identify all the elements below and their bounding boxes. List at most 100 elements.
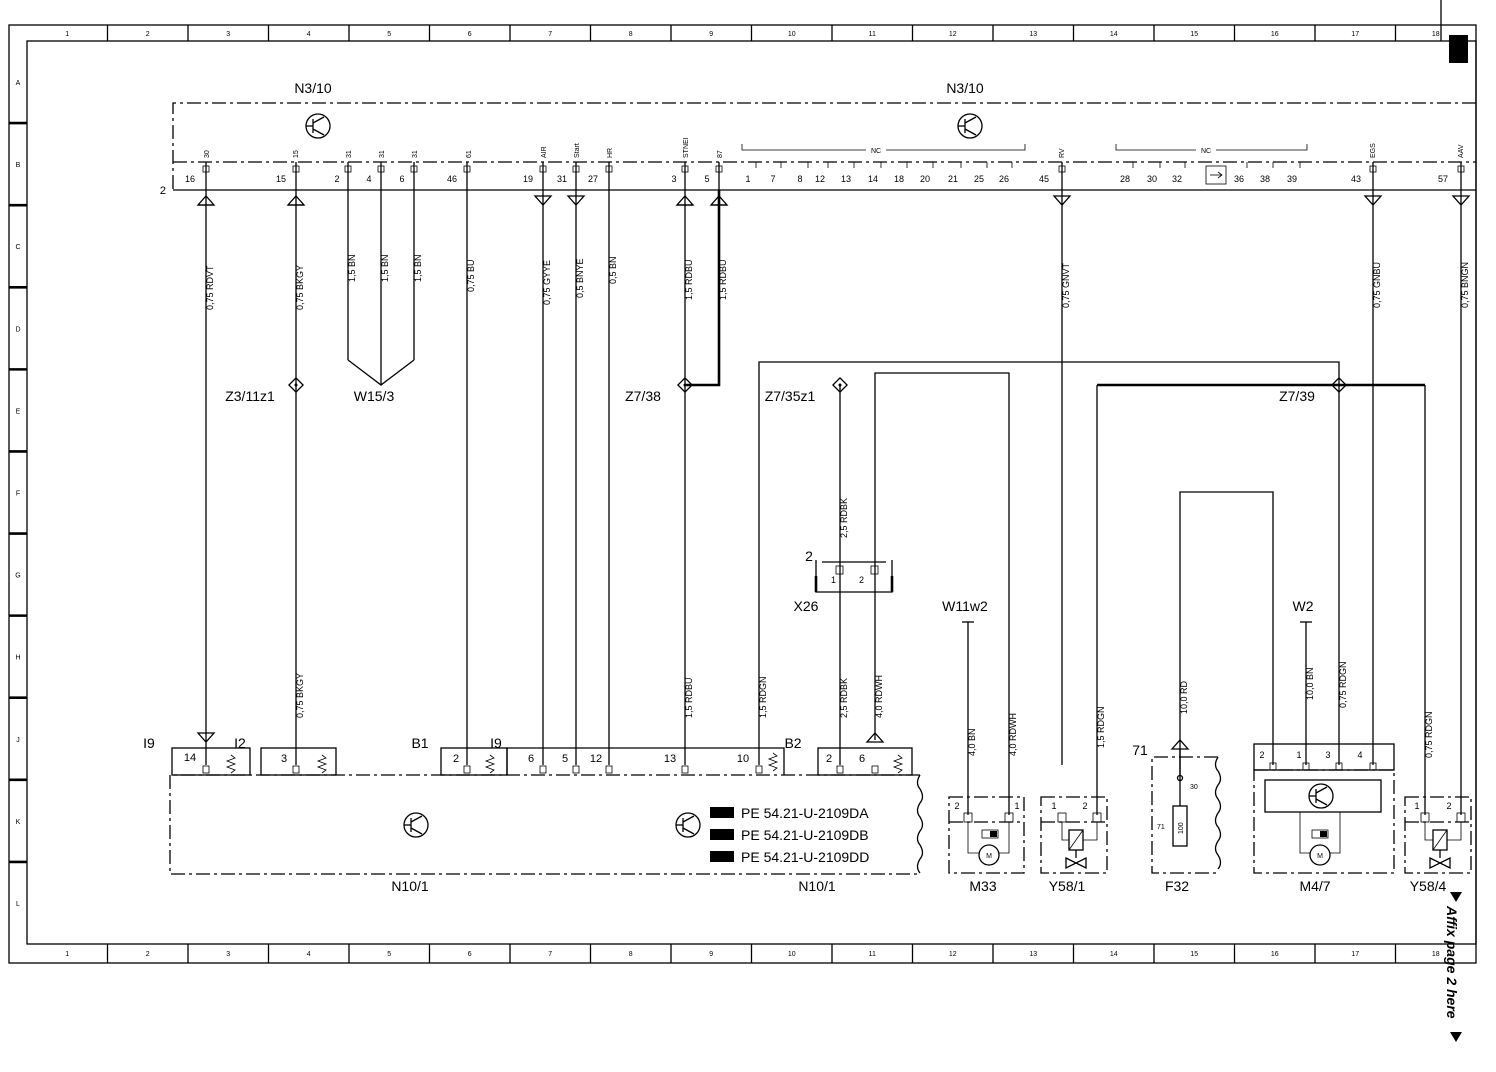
column-index: 2 bbox=[146, 31, 150, 38]
wire-label: 2,5 RDBK bbox=[839, 498, 849, 538]
column-index: 18 bbox=[1432, 951, 1440, 958]
pin-number: 1 bbox=[1414, 801, 1419, 811]
splice-label-z7-38: Z7/38 bbox=[625, 388, 661, 404]
splice-icon bbox=[677, 377, 693, 393]
column-index: 8 bbox=[629, 951, 633, 958]
pin-tag: Start bbox=[574, 143, 581, 158]
nc-pin-number: 30 bbox=[1147, 174, 1157, 184]
pin-number: 2 bbox=[453, 753, 459, 765]
nc-pin-number: 14 bbox=[868, 174, 878, 184]
nc-pin-number: 26 bbox=[999, 174, 1009, 184]
pin-number: 2 bbox=[826, 753, 832, 765]
row-index: F bbox=[16, 491, 20, 498]
column-index: 16 bbox=[1271, 31, 1279, 38]
transistor-icon bbox=[957, 113, 983, 139]
ground-points: W11w2 W2 bbox=[942, 598, 1314, 623]
column-index: 14 bbox=[1110, 951, 1118, 958]
pin-number: 2 bbox=[954, 801, 959, 811]
wire-labels: 0,75 RDVT 0,75 BKGY 1,5 BN 1,5 BN 1,5 BN… bbox=[205, 254, 1470, 758]
connector-label: B1 bbox=[411, 735, 428, 751]
wire-label: 10,0 BN bbox=[1305, 667, 1315, 700]
component-m4-7: M 2 1 3 4 M4/7 bbox=[1253, 743, 1395, 894]
column-index: 12 bbox=[949, 951, 957, 958]
wire-label: 0,75 GYYE bbox=[542, 260, 552, 305]
side-note: Affix page 2 here bbox=[1444, 892, 1462, 1042]
column-index: 11 bbox=[869, 951, 876, 958]
column-index: 4 bbox=[307, 951, 311, 958]
pin-number: 31 bbox=[557, 174, 567, 184]
reference-hand-icons bbox=[710, 807, 734, 862]
column-index: 7 bbox=[548, 951, 552, 958]
wire-label: 1,5 BN bbox=[380, 254, 390, 282]
fuse-rating: 100 bbox=[1178, 822, 1185, 834]
module-label-left: N3/10 bbox=[294, 80, 332, 96]
component-label: M33 bbox=[969, 878, 996, 894]
pin-number: 45 bbox=[1039, 174, 1049, 184]
row-index: C bbox=[15, 244, 20, 251]
column-index: 6 bbox=[468, 31, 472, 38]
column-index: 5 bbox=[387, 951, 391, 958]
nc-pin-number: 25 bbox=[974, 174, 984, 184]
column-index: 10 bbox=[788, 951, 796, 958]
pin-number: 2 bbox=[334, 174, 339, 184]
fuse-connector: 71 bbox=[1132, 742, 1148, 758]
row-index: J bbox=[16, 737, 20, 744]
wire-label: 0,75 RDGN bbox=[1338, 661, 1348, 708]
connector-label: I9 bbox=[143, 735, 155, 751]
column-index: 9 bbox=[709, 951, 713, 958]
pin-tag: 30 bbox=[204, 150, 211, 158]
column-index: 4 bbox=[307, 31, 311, 38]
pin-tag: 87 bbox=[717, 150, 724, 158]
pin-tag: 31 bbox=[379, 150, 386, 158]
column-index: 8 bbox=[629, 31, 633, 38]
column-index: 6 bbox=[468, 951, 472, 958]
pin-number: 14 bbox=[184, 752, 196, 764]
wire-label: 0,5 BN bbox=[608, 256, 618, 284]
row-index: H bbox=[15, 655, 20, 662]
nc-pin-number: 12 bbox=[815, 174, 825, 184]
splice-label-z7-35z1: Z7/35z1 bbox=[765, 388, 816, 404]
connector-label: I2 bbox=[234, 735, 246, 751]
connector-x26: 1 2 2 X26 bbox=[794, 548, 894, 614]
wire-label: 4,0 RDWH bbox=[874, 675, 884, 718]
splice-icon bbox=[288, 377, 304, 393]
column-index: 17 bbox=[1351, 951, 1359, 958]
row-index: K bbox=[16, 819, 21, 826]
column-index: 13 bbox=[1029, 951, 1037, 958]
ground-label-w11w2: W11w2 bbox=[942, 598, 988, 614]
column-index: 16 bbox=[1271, 951, 1279, 958]
column-index: 11 bbox=[869, 31, 876, 38]
wire-label: 0,75 BKGY bbox=[295, 673, 305, 718]
pin-tag: AAV bbox=[1458, 144, 1465, 158]
pin-tag: 31 bbox=[412, 150, 419, 158]
pin-number: 27 bbox=[588, 174, 598, 184]
column-index: 14 bbox=[1110, 31, 1118, 38]
splice-icon bbox=[832, 377, 848, 393]
nc-bracket-2: NC bbox=[1115, 144, 1308, 155]
connector-label: I9 bbox=[490, 735, 502, 751]
component-y58-1: 1 2 Y58/1 bbox=[1040, 796, 1108, 894]
row-index: A bbox=[16, 80, 21, 87]
component-f32: 100 71 30 71 F32 bbox=[1132, 739, 1222, 894]
column-index: 1 bbox=[65, 31, 69, 38]
wire-label: 0,75 RDVT bbox=[205, 265, 215, 310]
module-label-right: N10/1 bbox=[798, 878, 836, 894]
module-label-right: N3/10 bbox=[946, 80, 984, 96]
component-y58-4: 1 2 Y58/4 bbox=[1404, 796, 1472, 894]
wire-label: 2,5 RDBK bbox=[839, 678, 849, 718]
column-index: 1 bbox=[65, 951, 69, 958]
column-index: 7 bbox=[548, 31, 552, 38]
column-index: 5 bbox=[387, 31, 391, 38]
pin-number: 10 bbox=[737, 753, 749, 765]
pin-number: 16 bbox=[185, 174, 195, 184]
wire-label: 0,75 BKGY bbox=[295, 265, 305, 310]
column-index: 18 bbox=[1432, 31, 1440, 38]
pin-tag: RV bbox=[1059, 148, 1066, 158]
affix-note: Affix page 2 here bbox=[1444, 905, 1460, 1019]
reference-link: PE 54.21-U-2109DD bbox=[741, 849, 869, 865]
connector-arrow-icons bbox=[196, 195, 1471, 206]
transistor-icon bbox=[305, 113, 331, 139]
pin-number: 1 bbox=[1014, 801, 1019, 811]
x26-label: X26 bbox=[794, 598, 819, 614]
